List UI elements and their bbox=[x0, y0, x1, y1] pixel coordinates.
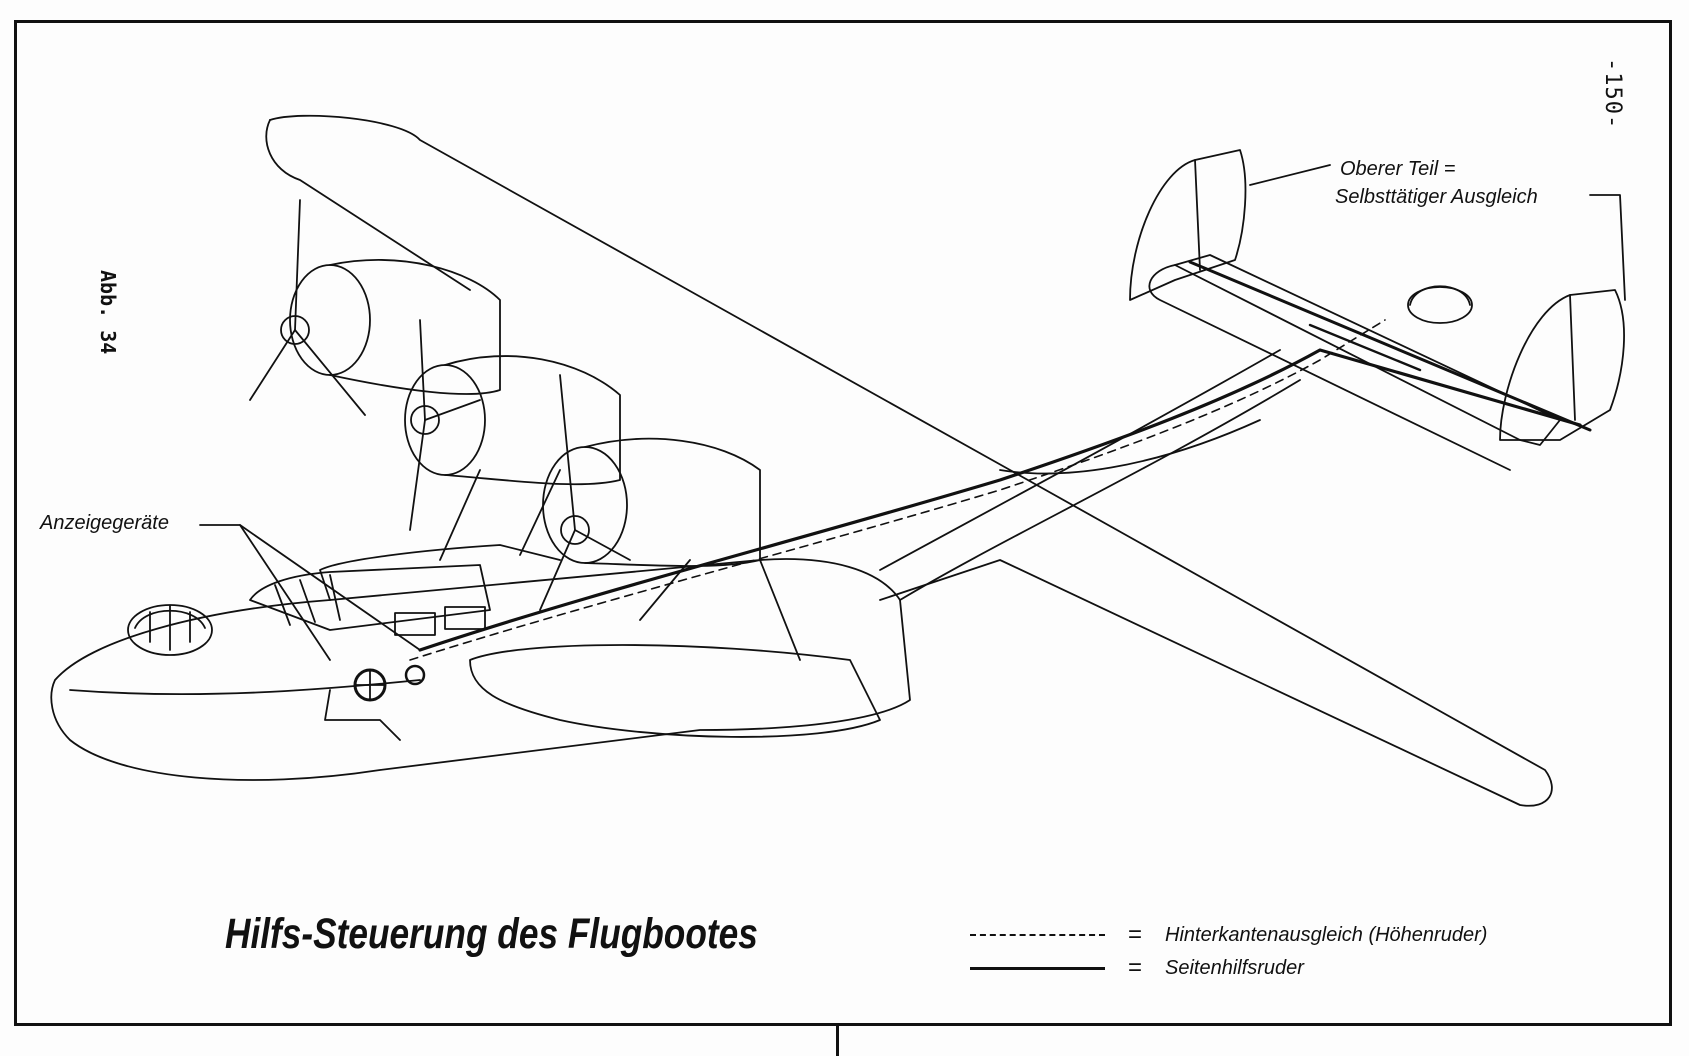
legend-row-solid: = Seitenhilfsruder bbox=[970, 953, 1304, 983]
main-wing bbox=[265, 114, 1553, 807]
callout-upper-part: Oberer Teil = bbox=[1340, 158, 1456, 180]
sponson bbox=[469, 644, 881, 738]
callout-auto-balance: Selbsttätiger Ausgleich bbox=[1335, 186, 1538, 208]
propellers bbox=[249, 199, 631, 611]
cockpit-glazing bbox=[249, 564, 491, 636]
legend-solid-line bbox=[970, 966, 1105, 970]
legend-row-dashed: = Hinterkantenausgleich (Höhenruder) bbox=[970, 920, 1487, 950]
tail-turret bbox=[1407, 285, 1473, 324]
engine-nacelles bbox=[289, 259, 761, 567]
frame-bottom-tick bbox=[836, 1026, 839, 1056]
right-fin bbox=[1499, 289, 1625, 441]
tail-boom bbox=[879, 349, 1301, 601]
left-fin bbox=[1129, 149, 1247, 301]
drawing-frame bbox=[14, 20, 1672, 1026]
legend-label: Seitenhilfsruder bbox=[1165, 956, 1304, 979]
control-wheel bbox=[324, 664, 426, 741]
legend-dashed-line bbox=[970, 934, 1105, 936]
control-cables bbox=[409, 260, 1592, 661]
legend-equals: = bbox=[1127, 921, 1142, 948]
callout-instruments: Anzeigegeräte bbox=[40, 512, 169, 534]
legend-equals: = bbox=[1127, 954, 1142, 981]
callout-leaders bbox=[199, 164, 1626, 661]
legend-label: Hinterkantenausgleich (Höhenruder) bbox=[1165, 923, 1488, 946]
hull bbox=[50, 544, 911, 781]
horizontal-tailplane bbox=[1148, 254, 1561, 471]
nose-turret bbox=[127, 604, 213, 656]
figure-title: Hilfs-Steuerung des Flugbootes bbox=[225, 910, 758, 958]
